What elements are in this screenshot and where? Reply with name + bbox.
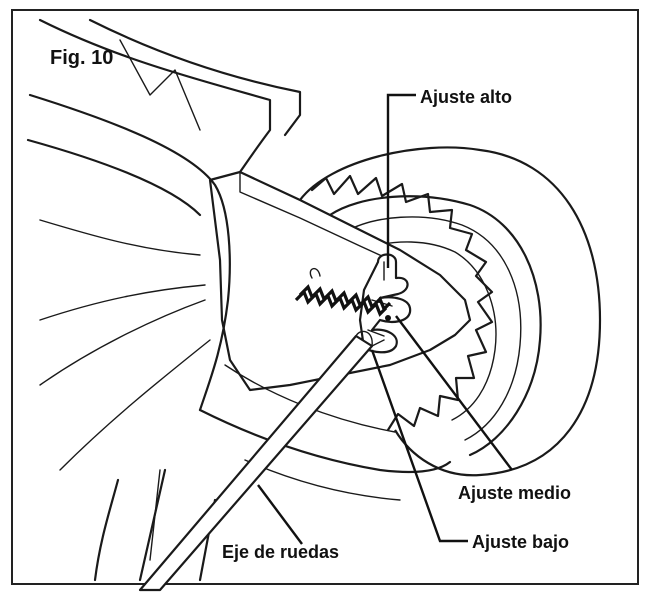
figure-label: Fig. 10: [50, 47, 113, 69]
mower-body: [26, 18, 472, 582]
height-adjust-slots: [358, 253, 412, 354]
leader-lines: [257, 93, 513, 545]
figure-border: [11, 9, 639, 585]
leader-medium: [395, 315, 513, 471]
wheel-axle: [138, 330, 385, 592]
label-low-setting: Ajuste bajo: [472, 532, 569, 552]
label-wheel-axle: Eje de ruedas: [222, 542, 339, 562]
label-medium-setting: Ajuste medio: [458, 483, 571, 503]
leader-low: [370, 349, 468, 543]
label-high-setting: Ajuste alto: [420, 87, 512, 107]
leader-axle: [257, 484, 303, 545]
leader-high: [386, 93, 416, 268]
